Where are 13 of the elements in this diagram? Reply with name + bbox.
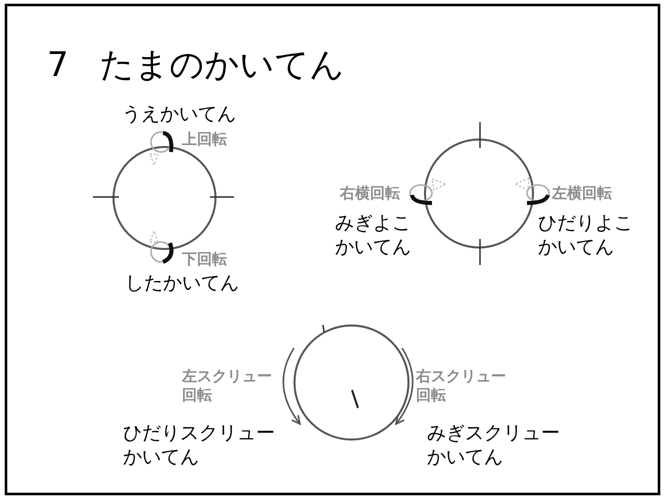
reading-label: みぎスクリューかいてん — [427, 421, 561, 469]
slide-title: 7 たまのかいてん — [47, 45, 344, 85]
rotation-label: 右スクリュー回転 — [416, 367, 507, 405]
reading-label: みぎよこかいてん — [335, 211, 412, 259]
reading-label: ひだりスクリューかいてん — [123, 421, 276, 469]
rotation-label: 左スクリュー回転 — [182, 367, 273, 405]
reading-label: うえかいてん — [122, 102, 236, 126]
reading-label: ひだりよこかいてん — [538, 211, 634, 259]
reading-label: したかいてん — [125, 271, 239, 295]
rotation-label: 左横回転 — [552, 184, 612, 203]
rotation-label: 右横回転 — [340, 184, 400, 203]
rotation-label: 下回転 — [182, 250, 227, 269]
rotation-label: 上回転 — [182, 130, 227, 149]
